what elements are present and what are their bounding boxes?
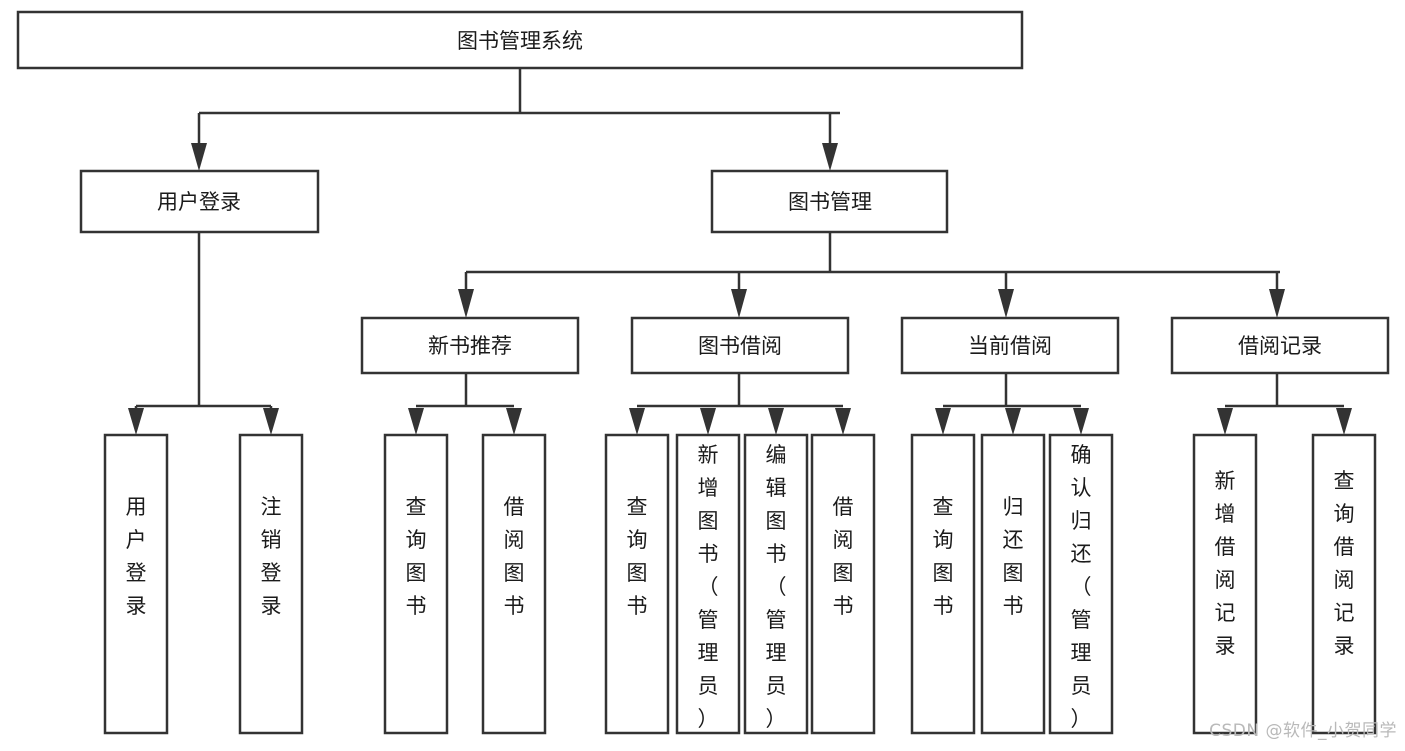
node-leaf-query-book-3[interactable]: 查询图书: [910, 433, 976, 735]
arrow-leaf-query-book-3: [935, 408, 951, 435]
node-book-borrow-label: 图书借阅: [698, 334, 782, 358]
arrow-leaf-logout: [263, 408, 279, 435]
node-leaf-borrow-book-2-label: 借阅图书: [833, 495, 854, 618]
arrow-current-borrow: [998, 289, 1014, 318]
node-leaf-query-book-1-label: 查询图书: [406, 495, 427, 618]
node-root[interactable]: 图书管理系统: [16, 10, 1024, 70]
arrow-leaf-add-book-admin: [700, 408, 716, 435]
node-leaf-edit-book-admin-label: 编辑图书（管理员）: [766, 443, 787, 731]
node-new-book-rec[interactable]: 新书推荐: [360, 316, 580, 375]
node-user-login-box[interactable]: [79, 169, 320, 234]
node-leaf-query-book-1-box[interactable]: [383, 433, 449, 735]
node-leaf-query-record[interactable]: 查询借阅记录: [1311, 433, 1377, 735]
node-current-borrow-box[interactable]: [900, 316, 1120, 375]
node-leaf-query-book-2[interactable]: 查询图书: [604, 433, 670, 735]
arrow-leaf-confirm-return: [1073, 408, 1089, 435]
node-current-borrow[interactable]: 当前借阅: [900, 316, 1120, 375]
node-leaf-confirm-return-admin[interactable]: 确认归还（管理员）: [1048, 433, 1114, 735]
node-leaf-borrow-book-1-box[interactable]: [481, 433, 547, 735]
arrow-leaf-borrow-book-1: [506, 408, 522, 435]
arrow-book-manage: [822, 143, 838, 171]
connector-group-book-borrow-leaves: [629, 373, 851, 435]
node-leaf-return-book-box[interactable]: [980, 433, 1046, 735]
node-leaf-return-book-label: 归还图书: [1003, 495, 1024, 618]
node-leaf-user-login-box[interactable]: [103, 433, 169, 735]
arrow-book-borrow: [731, 289, 747, 318]
node-leaf-add-record-box[interactable]: [1192, 433, 1258, 735]
node-leaf-add-record-label: 新增借阅记录: [1215, 469, 1236, 658]
node-user-login-label: 用户登录: [157, 190, 241, 214]
node-leaf-add-book-admin[interactable]: 新增图书（管理员）: [675, 433, 741, 735]
node-leaf-borrow-book-1[interactable]: 借阅图书: [481, 433, 547, 735]
connector-group-new-book-leaves: [408, 373, 522, 435]
node-leaf-confirm-return-admin-label: 确认归还（管理员）: [1071, 443, 1092, 731]
node-leaf-logout[interactable]: 注销登录: [238, 433, 304, 735]
node-leaf-add-record[interactable]: 新增借阅记录: [1192, 433, 1258, 735]
node-leaf-borrow-book-2-box[interactable]: [810, 433, 876, 735]
node-borrow-record-box[interactable]: [1170, 316, 1390, 375]
node-book-borrow-box[interactable]: [630, 316, 850, 375]
node-leaf-query-book-2-label: 查询图书: [627, 495, 648, 618]
connector-group-user-login-leaves: [128, 232, 279, 435]
node-leaf-borrow-book-1-label: 借阅图书: [504, 495, 525, 618]
arrow-leaf-query-book-2: [629, 408, 645, 435]
node-leaf-add-book-admin-label: 新增图书（管理员）: [698, 443, 719, 731]
node-book-manage-label: 图书管理: [788, 190, 872, 214]
arrow-new-book: [458, 289, 474, 318]
node-new-book-rec-label: 新书推荐: [428, 334, 512, 358]
node-user-login[interactable]: 用户登录: [79, 169, 320, 234]
connector-group-root-to-level2: [191, 68, 840, 171]
node-leaf-query-record-box[interactable]: [1311, 433, 1377, 735]
arrow-user-login: [191, 143, 207, 171]
node-current-borrow-label: 当前借阅: [968, 334, 1052, 358]
node-leaf-return-book[interactable]: 归还图书: [980, 433, 1046, 735]
arrow-borrow-record: [1269, 289, 1285, 318]
node-leaf-query-book-3-box[interactable]: [910, 433, 976, 735]
node-book-manage-box[interactable]: [710, 169, 949, 234]
node-leaf-query-record-label: 查询借阅记录: [1334, 469, 1355, 658]
node-book-manage[interactable]: 图书管理: [710, 169, 949, 234]
node-book-borrow[interactable]: 图书借阅: [630, 316, 850, 375]
arrow-leaf-edit-book-admin: [768, 408, 784, 435]
arrow-leaf-query-book-1: [408, 408, 424, 435]
arrow-leaf-query-record: [1336, 408, 1352, 435]
node-leaf-add-book-admin-box[interactable]: [675, 433, 741, 735]
connector-group-borrow-record-leaves: [1217, 373, 1352, 435]
node-leaf-edit-book-admin[interactable]: 编辑图书（管理员）: [743, 433, 809, 735]
node-new-book-rec-box[interactable]: [360, 316, 580, 375]
arrow-leaf-add-record: [1217, 408, 1233, 435]
node-leaf-logout-box[interactable]: [238, 433, 304, 735]
node-borrow-record[interactable]: 借阅记录: [1170, 316, 1390, 375]
node-leaf-logout-label: 注销登录: [261, 495, 282, 618]
node-root-label: 图书管理系统: [457, 29, 583, 53]
node-leaf-borrow-book-2[interactable]: 借阅图书: [810, 433, 876, 735]
node-root-box[interactable]: [16, 10, 1024, 70]
arrow-leaf-return-book: [1005, 408, 1021, 435]
node-leaf-query-book-3-label: 查询图书: [933, 495, 954, 618]
node-leaf-query-book-1[interactable]: 查询图书: [383, 433, 449, 735]
node-leaf-user-login[interactable]: 用户登录: [103, 433, 169, 735]
csdn-watermark: CSDN @软件_小贺同学: [1209, 721, 1397, 741]
node-leaf-confirm-return-admin-box[interactable]: [1048, 433, 1114, 735]
arrow-leaf-borrow-book-2: [835, 408, 851, 435]
node-leaf-user-login-label: 用户登录: [126, 495, 147, 618]
connector-group-book-manage-to-level3: [458, 232, 1285, 318]
arrow-leaf-user-login: [128, 408, 144, 435]
node-leaf-query-book-2-box[interactable]: [604, 433, 670, 735]
node-borrow-record-label: 借阅记录: [1238, 334, 1322, 358]
connector-group-current-borrow-leaves: [935, 373, 1089, 435]
node-leaf-edit-book-admin-box[interactable]: [743, 433, 809, 735]
